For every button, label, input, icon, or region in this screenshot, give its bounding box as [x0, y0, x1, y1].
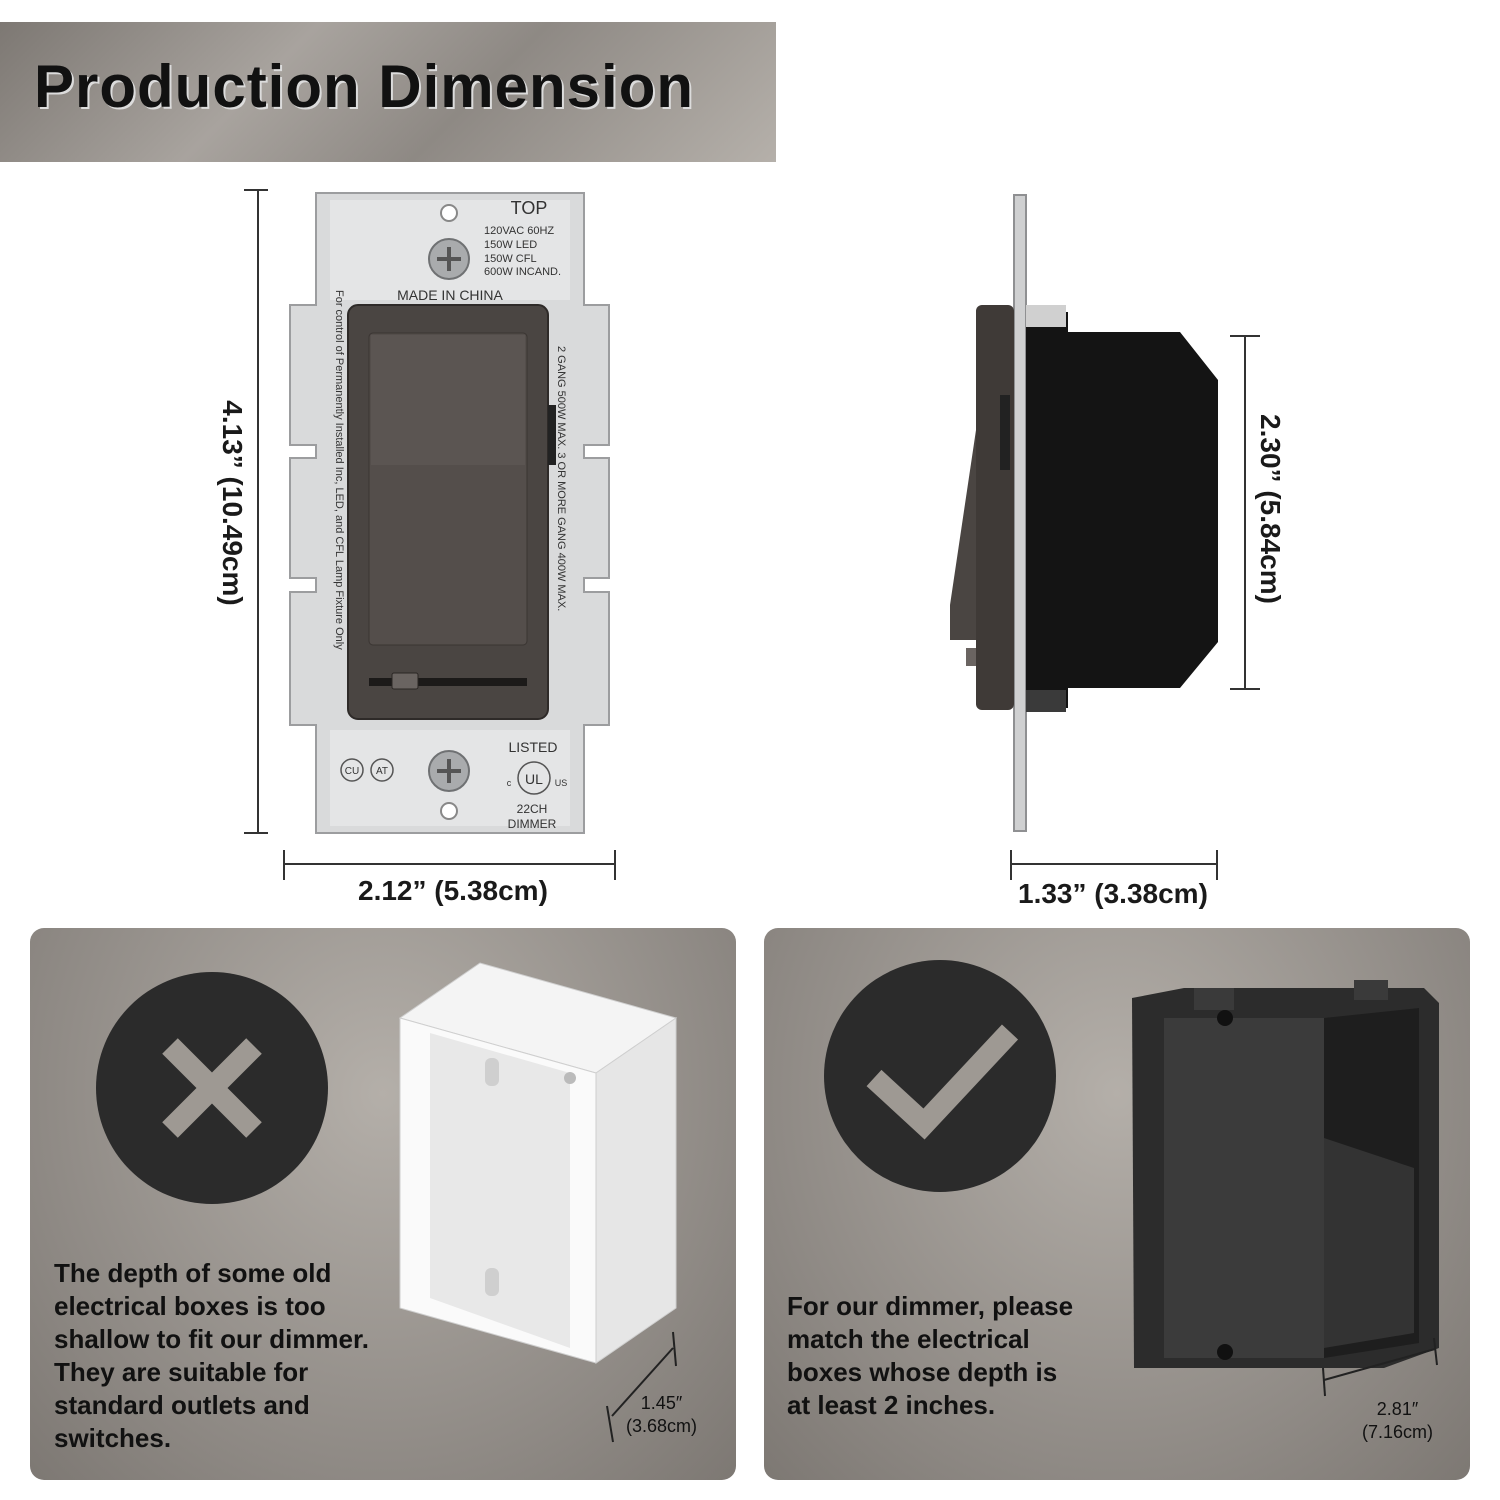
compatible-box-art — [824, 960, 1439, 1397]
front-width-dimension-line — [283, 850, 616, 880]
page-title: Production Dimension — [34, 53, 695, 120]
svg-text:UL: UL — [525, 771, 543, 787]
side-height-label: 2.30” (5.84cm) — [1255, 414, 1286, 604]
side-plate-edge — [1013, 194, 1027, 832]
side-rear-body — [1026, 305, 1218, 712]
bottom-screw — [428, 750, 470, 792]
plate-type-label: DIMMER — [508, 817, 557, 831]
side-width-dimension-line — [1010, 850, 1218, 880]
front-view-figure: TOP 120VAC 60HZ 150W LED 150W CFL 600W I… — [244, 189, 616, 880]
side-dimmer-face — [950, 305, 1014, 710]
top-mount-hole — [440, 204, 458, 222]
plate-rating-1: 120VAC 60HZ — [484, 225, 554, 237]
plate-rating-2: 150W LED — [484, 239, 537, 251]
front-height-dimension-line — [244, 189, 268, 834]
shallow-electrical-box — [398, 962, 678, 1364]
shallow-box-depth-label: 1.45″ (3.68cm) — [626, 1393, 698, 1436]
plate-model-label: 22CH — [517, 802, 548, 816]
svg-text:US: US — [555, 778, 568, 788]
incompatible-box-description: The depth of some old electrical boxes i… — [54, 1258, 369, 1453]
incompatible-box-panel: The depth of some old electrical boxes i… — [30, 928, 736, 1480]
bottom-mount-hole — [440, 802, 458, 820]
ul-listed-logo: UL c US — [507, 761, 568, 795]
compatible-box-panel: For our dimmer, please match the electri… — [764, 928, 1470, 1480]
svg-text:AT: AT — [376, 766, 388, 777]
plate-top-label: TOP — [511, 198, 548, 218]
deep-box-depth-line — [1322, 1337, 1438, 1397]
check-icon — [824, 960, 1056, 1192]
side-height-dimension-line — [1230, 335, 1260, 690]
check-mark — [866, 1024, 1019, 1140]
plate-rating-3: 150W CFL — [484, 253, 537, 265]
incompatible-box-art — [96, 962, 678, 1443]
plate-made-in-label: MADE IN CHINA — [397, 287, 503, 303]
plate-rating-4: 600W INCAND. — [484, 266, 561, 278]
dimmer-slider — [369, 672, 527, 690]
plate-left-vertical-text: For control of Permanently Installed Inc… — [333, 290, 345, 650]
front-width-label: 2.12” (5.38cm) — [358, 875, 548, 906]
shallow-box-depth-line — [606, 1331, 677, 1443]
compatible-box-description: For our dimmer, please match the electri… — [787, 1291, 1074, 1420]
top-screw — [428, 238, 470, 280]
plate-listed-label: LISTED — [508, 739, 557, 755]
svg-text:c: c — [507, 778, 512, 788]
title-banner — [0, 22, 776, 162]
deep-electrical-box — [1132, 980, 1439, 1368]
cu-cert-mark: CU — [340, 758, 364, 782]
deep-box-depth-label: 2.81″ (7.16cm) — [1362, 1399, 1434, 1442]
svg-text:CU: CU — [345, 766, 359, 777]
side-view-figure — [950, 194, 1260, 880]
cross-mark — [162, 1038, 262, 1138]
dimmer-face — [347, 304, 556, 720]
side-width-label: 1.33” (3.38cm) — [1018, 878, 1208, 909]
plate-right-vertical-text: 2 GANG 500W MAX. 3 OR MORE GANG 400W MAX… — [555, 346, 567, 611]
at-cert-mark: AT — [370, 758, 394, 782]
